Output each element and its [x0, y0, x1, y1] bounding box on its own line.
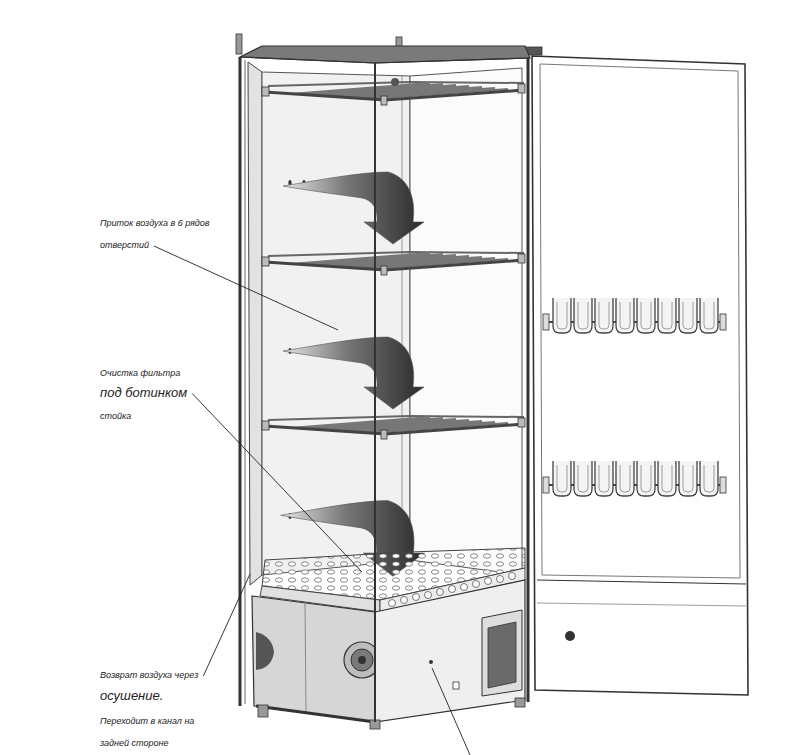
leader-line	[432, 668, 470, 755]
callout-label: Переходит в канал на задней стороне	[100, 710, 218, 754]
callout-label: Возврат воздуха через	[100, 668, 198, 682]
leader-line	[203, 574, 250, 676]
callout-label: под ботинком	[100, 384, 187, 402]
callout-label: Очистка фильтра	[100, 366, 180, 380]
leader-line	[192, 394, 362, 573]
callout-label: осушение.	[100, 687, 163, 705]
callout-label: Приток воздуха в 6 рядов отверстий	[100, 212, 230, 256]
callout-label: стойка	[100, 409, 131, 423]
leader-line	[154, 246, 338, 330]
